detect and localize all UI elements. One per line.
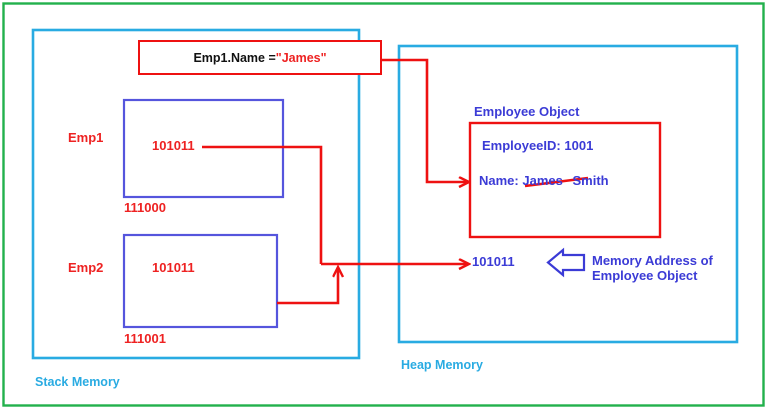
employee-name-value: Smith: [572, 173, 609, 188]
employee-id-value: 1001: [564, 138, 594, 153]
employee-name-old-value: James: [522, 173, 563, 188]
emp1-label: Emp1: [68, 130, 104, 145]
stack-memory-region: [31, 28, 361, 360]
connector-emp2-to-junction: [277, 268, 338, 305]
stack-memory-label: Stack Memory: [35, 375, 120, 389]
emp2-label: Emp2: [68, 260, 104, 275]
connector-emp1-to-junction: [202, 145, 323, 264]
memory-address-note: Memory Address of Employee Object: [592, 253, 713, 284]
employee-object-title: Employee Object: [474, 104, 580, 119]
emp1-slot-box: [122, 98, 285, 199]
memory-address-note-line1: Memory Address of: [592, 253, 713, 268]
employee-id-field: EmployeeID: 1001: [482, 138, 594, 154]
heap-memory-label: Heap Memory: [401, 358, 483, 372]
emp2-slot-box: [122, 233, 279, 329]
memory-address-note-line2: Employee Object: [592, 267, 698, 283]
emp2-value: 101011: [152, 260, 195, 275]
statement-value: "James": [275, 50, 327, 65]
name-strikethrough: [524, 176, 589, 188]
employee-id-label: EmployeeID:: [482, 138, 561, 153]
emp2-address: 111001: [124, 331, 166, 346]
memory-address-callout-arrow: [546, 247, 586, 278]
heap-memory-region: [397, 44, 739, 344]
emp1-value: 101011: [152, 138, 195, 153]
statement-box: Emp1.Name = "James": [138, 40, 382, 75]
employee-name-field: Name: James Smith: [479, 173, 609, 189]
emp1-address: 111000: [124, 200, 166, 215]
connector-statement-to-name: [378, 58, 468, 182]
heap-address-value: 101011: [472, 254, 515, 269]
statement-prefix: Emp1.Name =: [193, 50, 276, 65]
employee-name-label: Name:: [479, 173, 519, 188]
